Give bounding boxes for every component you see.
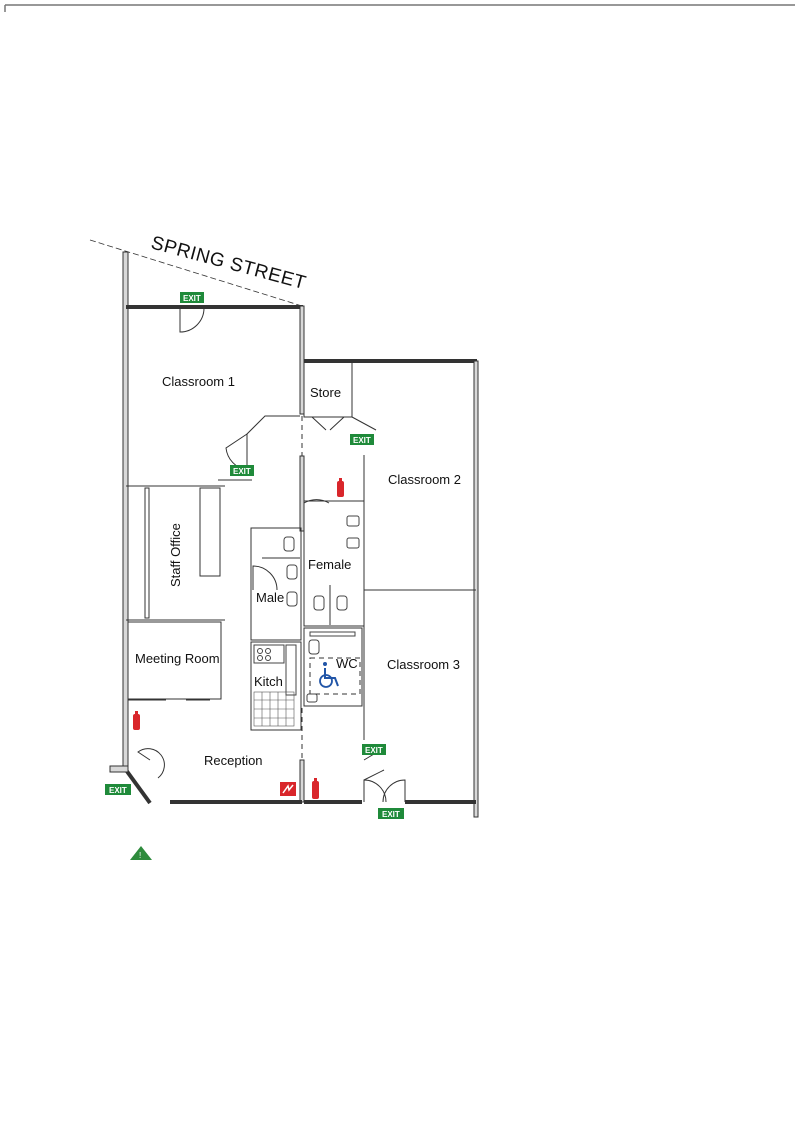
female-basin-2 — [346, 537, 360, 549]
male-label: Male — [256, 590, 284, 605]
wc-toilet — [308, 639, 320, 655]
classroom-1-label: Classroom 1 — [162, 374, 235, 389]
classroom2-inner-wall — [363, 455, 476, 591]
you-are-here-icon: ! — [130, 846, 152, 860]
wc-dashed-area — [309, 657, 361, 695]
exit-sign-icon: EXIT — [105, 784, 131, 795]
wc-rail — [309, 631, 356, 637]
classroom1-top-door — [179, 307, 205, 333]
classroom1-corner-wall — [246, 415, 300, 470]
reception-entry-step — [109, 765, 129, 773]
exit-sign-icon: EXIT — [350, 434, 374, 445]
female-label: Female — [308, 557, 351, 572]
classroom-2-label: Classroom 2 — [388, 472, 461, 487]
svg-text:EXIT: EXIT — [233, 467, 251, 476]
female-toilet-1 — [313, 595, 325, 611]
wc-room-walls — [303, 627, 363, 707]
classroom2-door — [351, 416, 377, 431]
male-toilet-2 — [286, 564, 298, 580]
fire-extinguisher-icon — [337, 478, 344, 497]
svg-text:EXIT: EXIT — [353, 436, 371, 445]
central-wall-lower — [299, 455, 305, 532]
male-toilet-1 — [283, 536, 295, 552]
fire-extinguisher-icon — [312, 778, 319, 799]
staff-office-wall — [144, 487, 150, 619]
staff-office-label: Staff Office — [168, 523, 183, 587]
classroom3-bottom-doors — [363, 779, 406, 803]
male-room-walls — [250, 527, 302, 641]
meeting-room-walls — [127, 621, 222, 700]
svg-text:EXIT: EXIT — [382, 810, 400, 819]
kitchen-walls — [250, 641, 302, 731]
female-toilet-2 — [336, 595, 348, 611]
right-outer-wall — [473, 360, 479, 818]
exit-sign-icon: EXIT — [230, 465, 254, 476]
reception-corner-wall — [124, 768, 152, 805]
reception-label: Reception — [204, 753, 263, 768]
store-label: Store — [310, 385, 341, 400]
fire-extinguisher-icon — [133, 711, 140, 730]
central-wall — [299, 305, 305, 415]
street-line — [89, 239, 303, 307]
svg-text:!: ! — [139, 851, 141, 860]
wc-label: WC — [336, 656, 358, 671]
male-room-door — [252, 565, 278, 591]
store-doors — [311, 416, 345, 431]
female-basin-1 — [346, 515, 360, 527]
kitchen-stove — [257, 648, 271, 661]
meeting-room-label: Meeting Room — [135, 651, 220, 666]
male-toilet-3 — [286, 591, 298, 607]
female-room-door — [303, 499, 330, 528]
kitchen-label: Kitch — [254, 674, 283, 689]
svg-text:EXIT: EXIT — [109, 786, 127, 795]
left-outer-wall — [122, 251, 129, 771]
street-label: SPRING STREET — [149, 233, 309, 295]
wc-basin — [306, 693, 318, 703]
fire-alarm-icon — [280, 782, 296, 796]
staff-office-partition — [199, 487, 221, 577]
central-wall-bottom — [299, 759, 305, 803]
svg-text:EXIT: EXIT — [365, 746, 383, 755]
exit-sign-icon: EXIT — [378, 808, 404, 819]
reception-entry-door — [137, 748, 165, 779]
classroom-3-label: Classroom 3 — [387, 657, 460, 672]
kitchen-tile-floor — [253, 691, 295, 727]
wheelchair-icon — [319, 662, 339, 688]
classroom1-side-door — [225, 433, 248, 471]
svg-text:EXIT: EXIT — [183, 294, 201, 303]
exit-sign-icon: EXIT — [180, 292, 204, 303]
kitchen-side-bench — [285, 644, 297, 696]
exit-sign-icon: EXIT — [362, 744, 386, 755]
